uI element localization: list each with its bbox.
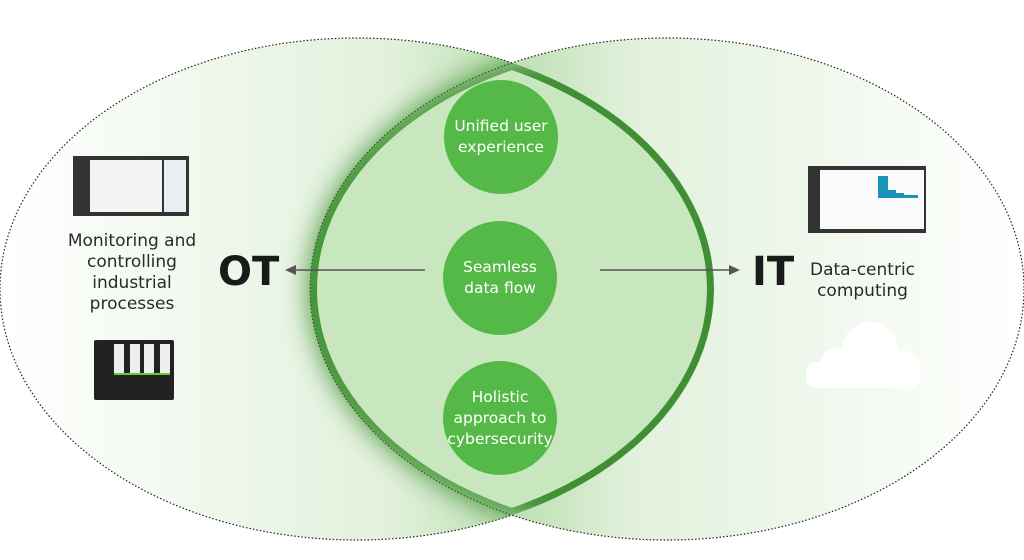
it-description: Data-centric computing: [809, 260, 916, 301]
dashboard-monitor-icon: [808, 166, 926, 233]
ot-description: Monitoring and controlling industrial pr…: [67, 231, 197, 314]
unified-user-experience-text: Unified user experience: [454, 117, 548, 156]
controller-hardware-icon: [94, 340, 174, 400]
center-circle-2: [443, 221, 557, 335]
center-circle-1: [444, 80, 558, 194]
ot-label: OT: [218, 249, 280, 295]
seamless-data-flow-text: Seamless data flow: [463, 258, 537, 297]
center-circle-3: [443, 361, 557, 475]
holistic-cybersecurity-text: Holistic approach to cybersecurity: [447, 387, 553, 448]
monitor-icon: [73, 156, 189, 216]
it-label: IT: [752, 249, 795, 295]
cloud-icon: [806, 322, 920, 388]
